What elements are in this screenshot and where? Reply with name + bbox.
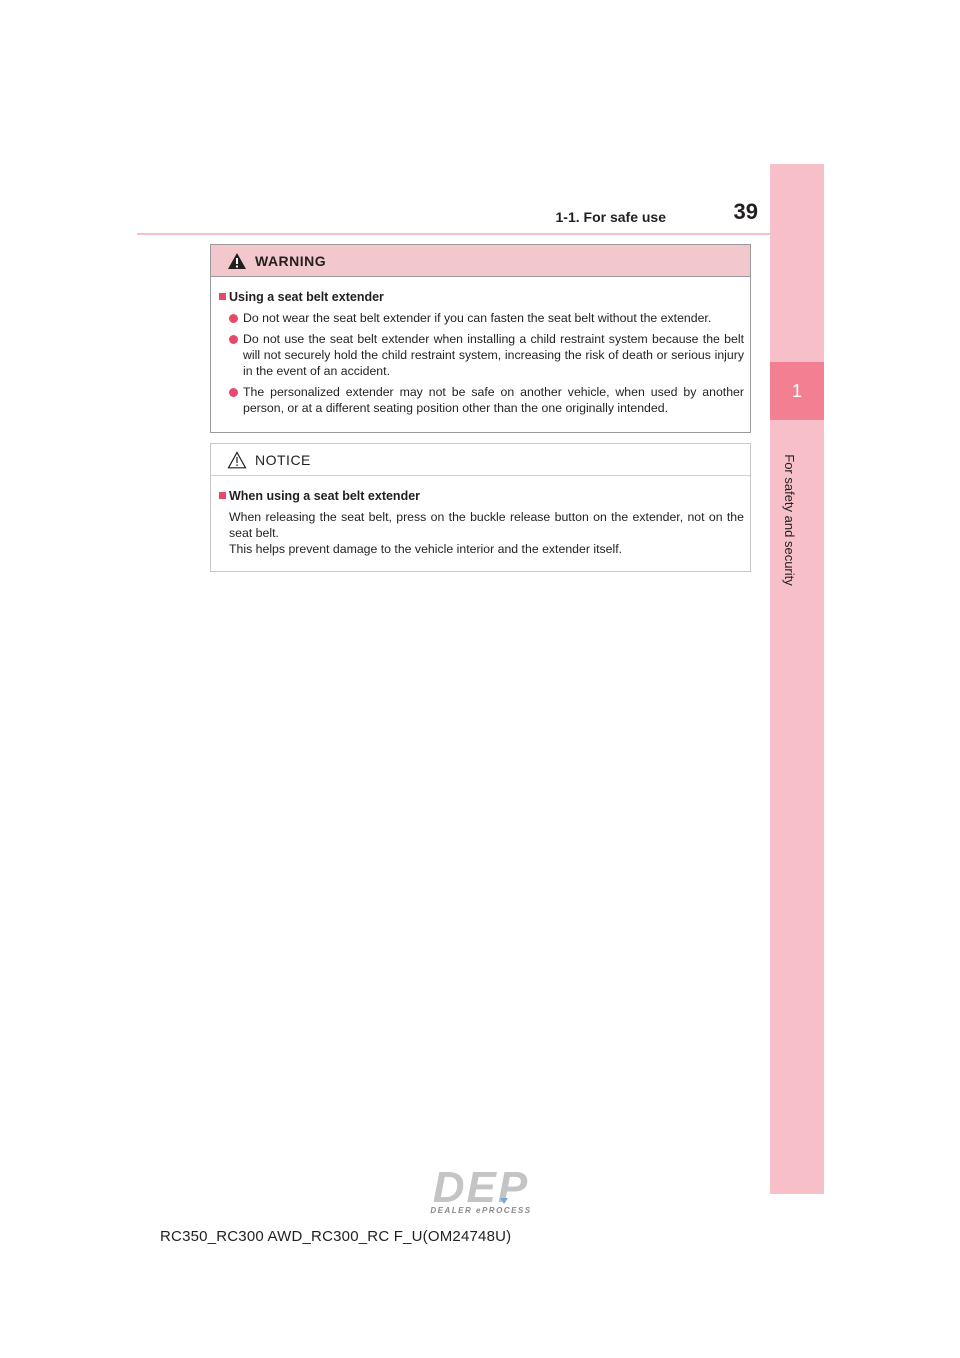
svg-text:DEP: DEP <box>433 1164 529 1212</box>
header-rule <box>137 233 823 235</box>
warning-title: WARNING <box>255 253 327 269</box>
warning-body: Using a seat belt extender Do not wear t… <box>211 277 750 416</box>
notice-paragraph: This helps prevent damage to the vehicle… <box>229 542 623 556</box>
bullet-icon <box>229 314 238 323</box>
bullet-text: Do not wear the seat belt extender if yo… <box>243 311 712 325</box>
notice-paragraph: When releasing the seat belt, press on t… <box>229 510 744 540</box>
chapter-side-tab <box>770 164 824 1194</box>
notice-body: When using a seat belt extender When rel… <box>211 476 750 557</box>
page-number: 39 <box>733 199 758 224</box>
bullet-text: Do not use the seat belt extender when i… <box>243 332 744 378</box>
caution-triangle-icon <box>227 451 247 469</box>
list-item: The personalized extender may not be saf… <box>219 384 744 416</box>
bullet-icon <box>229 335 238 344</box>
section-title: 1-1. For safe use <box>555 209 667 225</box>
chapter-label: For safety and security <box>782 454 797 586</box>
warning-heading: Using a seat belt extender <box>219 289 744 305</box>
notice-box: NOTICE When using a seat belt extender W… <box>210 443 751 572</box>
notice-header: NOTICE <box>211 444 750 476</box>
list-item: Do not use the seat belt extender when i… <box>219 331 744 379</box>
warning-triangle-icon <box>228 253 246 269</box>
bullet-text: The personalized extender may not be saf… <box>243 385 744 415</box>
list-item: Do not wear the seat belt extender if yo… <box>219 310 744 326</box>
notice-title: NOTICE <box>255 452 311 468</box>
chapter-number: 1 <box>791 381 802 401</box>
warning-header: WARNING <box>211 245 750 277</box>
watermark-subtext: DEALER ePROCESS <box>430 1206 532 1215</box>
warning-box: WARNING Using a seat belt extender Do no… <box>210 244 751 433</box>
dealer-eprocess-logo: DEP <box>433 1164 529 1212</box>
chapter-number-box <box>770 362 824 420</box>
bullet-icon <box>229 388 238 397</box>
footer-model-code: RC350_RC300 AWD_RC300_RC F_U(OM24748U) <box>160 1228 512 1245</box>
notice-heading: When using a seat belt extender <box>219 488 744 504</box>
